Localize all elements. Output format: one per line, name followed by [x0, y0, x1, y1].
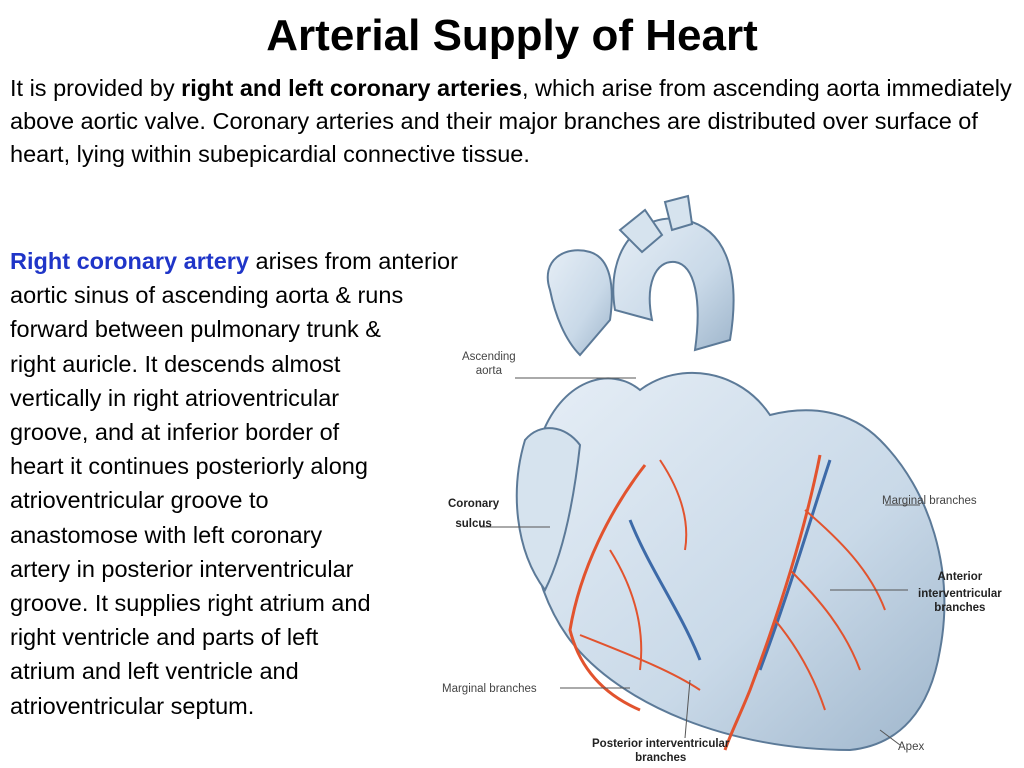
artery-branch-path [609, 549, 643, 671]
label-posterior-line1: Posterior interventricular [592, 738, 730, 750]
label-anterior-line3: branches [934, 602, 986, 614]
paragraph-line: atrioventricular groove to [10, 487, 269, 514]
page-title: Arterial Supply of Heart [266, 11, 758, 60]
anterior-interventricular-artery-path [723, 454, 822, 751]
paragraph-line: right auricle. It descends almost [10, 350, 341, 377]
label-posterior-line2: branches [635, 752, 687, 764]
paragraph-line: right ventricle and parts of left [10, 624, 319, 651]
intro-text-end: , which arise from ascending aorta immed… [10, 75, 1012, 167]
label-coronary-sulcus-line1: Coronary [448, 498, 500, 510]
intro-text-start: It is provided by [10, 75, 182, 101]
label-marginal-branches-left: Marginal branches [442, 683, 537, 695]
leader-line [879, 729, 901, 746]
label-coronary-sulcus-line2: sulcus [455, 518, 492, 530]
paragraph-line: atrium and left ventricle and [10, 658, 299, 685]
label-coronary-sulcus: Coronary sulcus [448, 497, 499, 531]
label-ascending-aorta-line1: Ascending [462, 351, 516, 363]
paragraph-line: aortic sinus of ascending aorta & runs [10, 282, 404, 309]
paragraph-line: atrioventricular septum. [10, 692, 255, 719]
intro-paragraph: It is provided by right and left coronar… [10, 72, 1015, 171]
artery-branch-path [789, 569, 861, 671]
intro-bold-term: right and left coronary arteries [181, 75, 522, 101]
paragraph-line: heart it continues posteriorly along [10, 453, 368, 480]
label-posterior-interventricular-branches: Posterior interventricular branches [592, 737, 729, 765]
vein-path [628, 519, 702, 661]
paragraph-line: anastomose with left coronary [10, 521, 323, 548]
paragraph-line: artery in posterior interventricular [10, 555, 354, 582]
paragraph-line-text: arises from anterior [248, 248, 458, 274]
pulmonary-trunk-shape [546, 249, 613, 357]
right-coronary-artery-term: Right coronary artery [10, 248, 249, 274]
paragraph-line: vertically in right atrioventricular [10, 384, 340, 411]
right-auricle-shape [515, 427, 582, 592]
brachiocephalic-vessel-shape [618, 208, 664, 254]
paragraph-line: groove, and at inferior border of [10, 419, 340, 446]
label-apex: Apex [898, 741, 925, 753]
label-ascending-aorta: Ascending aorta [462, 350, 516, 378]
right-coronary-artery-path [568, 464, 647, 712]
artery-branch-path [774, 619, 826, 711]
paragraph-line: forward between pulmonary trunk & [10, 316, 381, 343]
artery-branch-path [659, 459, 688, 551]
brachiocephalic-vessel-shape [663, 194, 694, 232]
right-coronary-paragraph: Right coronary artery arises from anteri… [10, 244, 610, 723]
leader-line [684, 679, 691, 739]
heart-illustration [480, 194, 946, 752]
label-anterior-interventricular-branches: Anterior interventricular branches [918, 570, 1002, 615]
paragraph-line: Right coronary artery arises from anteri… [10, 244, 610, 278]
label-anterior-line1: Anterior [937, 571, 983, 583]
label-ascending-aorta-line2: aorta [475, 365, 502, 377]
label-marginal-branches-right: Marginal branches [882, 495, 977, 507]
label-anterior-line2: interventricular [918, 588, 1002, 600]
artery-branch-path [804, 509, 886, 611]
vein-path [758, 459, 832, 671]
paragraph-line: groove. It supplies right atrium and [10, 590, 371, 617]
